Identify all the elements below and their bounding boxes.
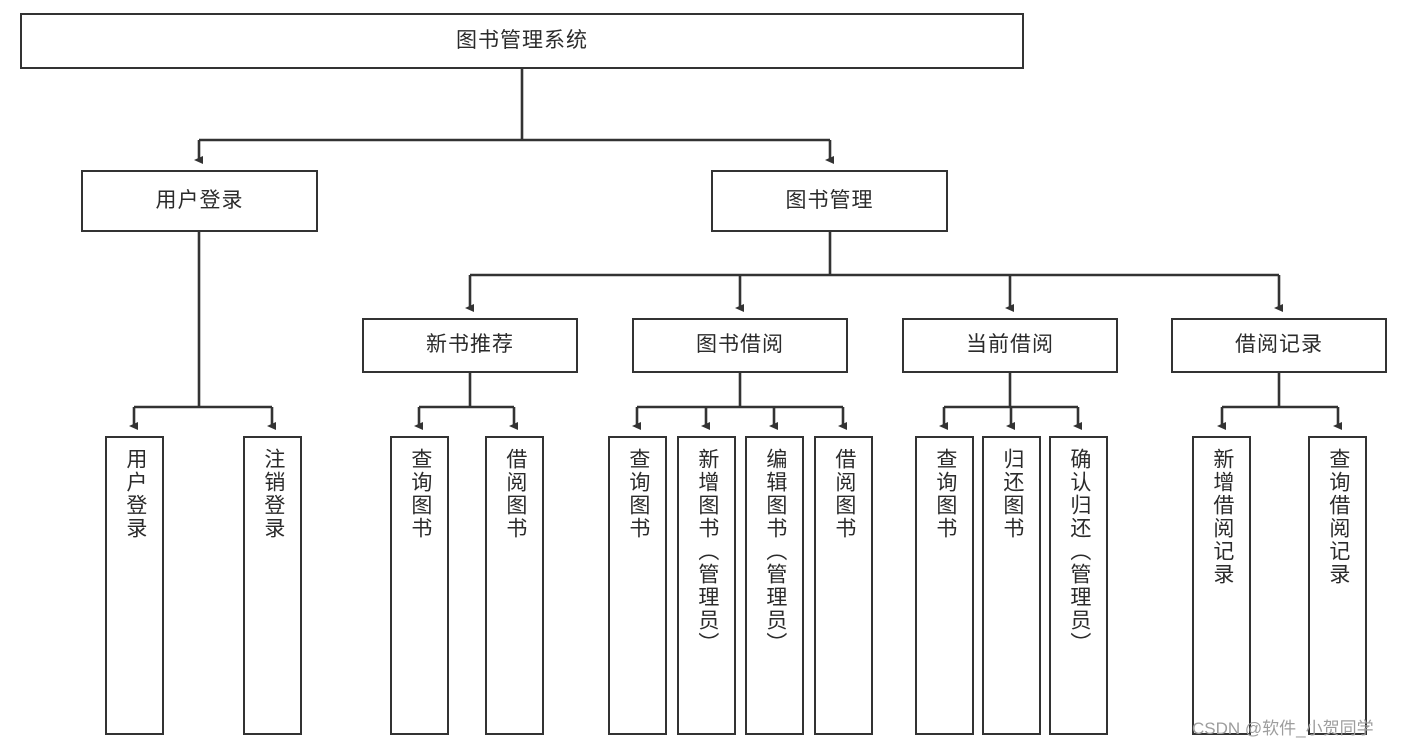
leaf-record-query-record[interactable]: 查询借阅记录 bbox=[1308, 436, 1367, 735]
leaf-borrow-query-book[interactable]: 查询图书 bbox=[608, 436, 667, 735]
node-label: 借阅图书 bbox=[503, 448, 527, 540]
node-label: 查询图书 bbox=[408, 448, 432, 540]
node-borrow-record[interactable]: 借阅记录 bbox=[1171, 318, 1387, 373]
leaf-current-confirm-return-admin[interactable]: 确认归还（管理员） bbox=[1049, 436, 1108, 735]
leaf-user-login-signout[interactable]: 注销登录 bbox=[243, 436, 302, 735]
node-label: 查询借阅记录 bbox=[1326, 448, 1350, 586]
node-label: 图书管理 bbox=[785, 188, 874, 212]
leaf-borrow-borrow-book[interactable]: 借阅图书 bbox=[814, 436, 873, 735]
leaf-borrow-add-book-admin[interactable]: 新增图书（管理员） bbox=[677, 436, 736, 735]
node-book-borrow[interactable]: 图书借阅 bbox=[632, 318, 848, 373]
node-label: 归还图书 bbox=[1000, 448, 1024, 540]
leaf-borrow-edit-book-admin[interactable]: 编辑图书（管理员） bbox=[745, 436, 804, 735]
node-label: 用户登录 bbox=[123, 448, 147, 540]
leaf-record-add-record[interactable]: 新增借阅记录 bbox=[1192, 436, 1251, 735]
csdn-watermark: CSDN @软件_小贺同学 bbox=[1192, 719, 1374, 738]
node-new-book-recommend[interactable]: 新书推荐 bbox=[362, 318, 578, 373]
node-label: 借阅图书 bbox=[832, 448, 856, 540]
node-label: 当前借阅 bbox=[966, 333, 1054, 357]
node-label: 确认归还（管理员） bbox=[1067, 448, 1091, 655]
node-label: 新书推荐 bbox=[426, 333, 514, 357]
node-label: 新增借阅记录 bbox=[1210, 448, 1234, 586]
node-root-system[interactable]: 图书管理系统 bbox=[20, 13, 1024, 69]
leaf-current-query-book[interactable]: 查询图书 bbox=[915, 436, 974, 735]
leaf-user-login-signin[interactable]: 用户登录 bbox=[105, 436, 164, 735]
node-label: 编辑图书（管理员） bbox=[763, 448, 787, 655]
node-label: 查询图书 bbox=[933, 448, 957, 540]
node-label: 新增图书（管理员） bbox=[695, 448, 719, 655]
leaf-current-return-book[interactable]: 归还图书 bbox=[982, 436, 1041, 735]
node-book-management[interactable]: 图书管理 bbox=[711, 170, 948, 232]
node-label: 图书借阅 bbox=[696, 333, 784, 357]
node-label: 图书管理系统 bbox=[456, 28, 588, 52]
node-label: 用户登录 bbox=[155, 188, 244, 212]
leaf-recommend-query-book[interactable]: 查询图书 bbox=[390, 436, 449, 735]
node-current-borrow[interactable]: 当前借阅 bbox=[902, 318, 1118, 373]
node-user-login[interactable]: 用户登录 bbox=[81, 170, 318, 232]
node-label: 借阅记录 bbox=[1235, 333, 1323, 357]
leaf-recommend-borrow-book[interactable]: 借阅图书 bbox=[485, 436, 544, 735]
node-label: 查询图书 bbox=[626, 448, 650, 540]
node-label: 注销登录 bbox=[261, 448, 285, 540]
